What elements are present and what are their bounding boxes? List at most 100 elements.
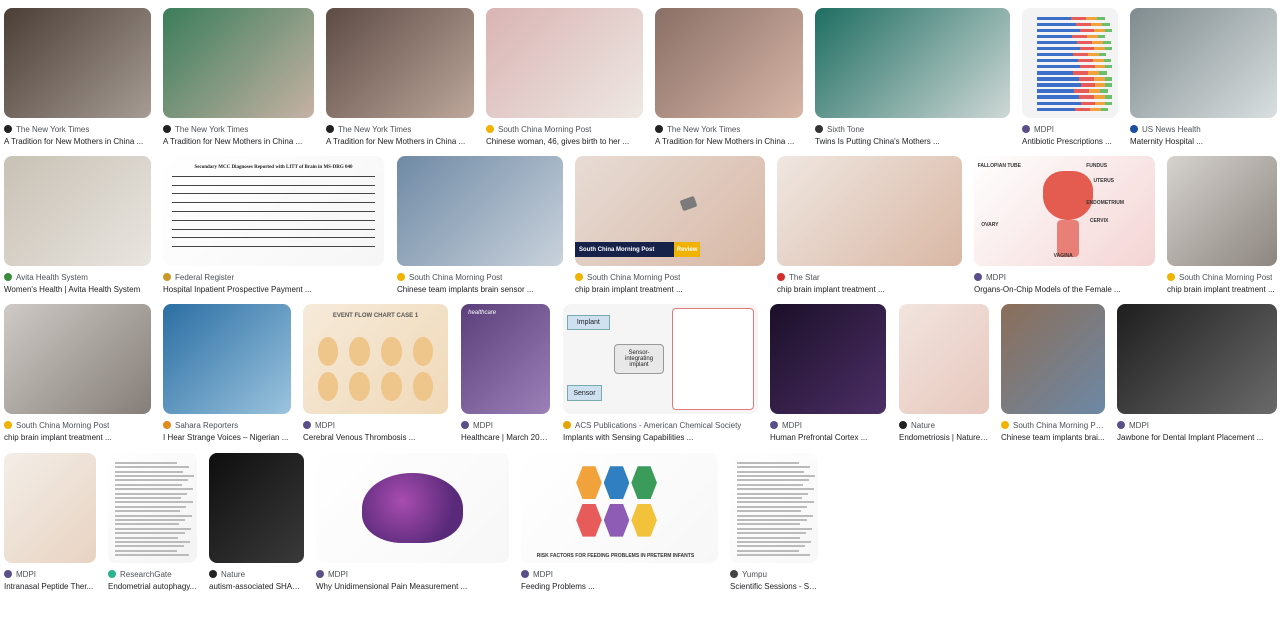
result-title-link[interactable]: A Tradition for New Mothers in China ... [163, 137, 303, 146]
result-title-link[interactable]: A Tradition for New Mothers in China ... [655, 137, 795, 146]
result-thumbnail[interactable]: healthcare [461, 304, 550, 414]
result-title-link[interactable]: Feeding Problems ... [521, 582, 595, 591]
result-thumbnail[interactable] [209, 453, 304, 563]
chart-bar [1037, 28, 1113, 33]
result-thumbnail[interactable] [4, 8, 151, 118]
result-title-link[interactable]: Women's Health | Avita Health System [4, 285, 141, 294]
result-title-link[interactable]: Implants with Sensing Capabilities ... [563, 433, 694, 442]
result-title-link[interactable]: autism-associated SHAN... [209, 582, 304, 591]
result-thumbnail[interactable] [108, 453, 197, 563]
result-title-link[interactable]: Chinese woman, 46, gives birth to her ..… [486, 137, 630, 146]
result-title-link[interactable]: I Hear Strange Voices – Nigerian ... [163, 433, 289, 442]
source-name: South China Morning Post [409, 272, 503, 282]
result-thumbnail[interactable] [4, 453, 96, 563]
result-thumbnail[interactable] [730, 453, 818, 563]
text-line [115, 470, 183, 473]
result-title-link[interactable]: Jawbone for Dental Implant Placement ... [1117, 433, 1264, 442]
result-title-link[interactable]: Organs-On-Chip Models of the Female ... [974, 285, 1121, 294]
result-thumbnail[interactable] [1001, 304, 1105, 414]
result-thumbnail[interactable] [815, 8, 1010, 118]
source-name: Yumpu [742, 569, 767, 579]
result-thumbnail[interactable] [777, 156, 962, 266]
text-line [115, 545, 184, 548]
result-title-link[interactable]: chip brain implant treatment ... [1167, 285, 1275, 294]
image-result-card[interactable]: South China Morning Po...Chinese team im… [1001, 304, 1105, 442]
result-thumbnail[interactable] [163, 8, 314, 118]
image-result-card[interactable]: The New York Times A Tradition for New Mo… [163, 8, 314, 146]
source-favicon-icon [899, 421, 907, 429]
result-thumbnail[interactable] [486, 8, 643, 118]
result-thumbnail[interactable] [397, 156, 563, 266]
result-title-link[interactable]: A Tradition for New Mothers in China ... [4, 137, 144, 146]
result-title-link[interactable]: Endometriosis | Nature ... [899, 433, 989, 442]
result-thumbnail[interactable] [770, 304, 886, 414]
result-title-link[interactable]: chip brain implant treatment ... [4, 433, 112, 442]
result-thumbnail[interactable] [899, 304, 989, 414]
table-title: Secondary MCC Diagnoses Reported with LI… [194, 164, 353, 170]
result-title-link[interactable]: Twins Is Putting China's Mothers ... [815, 137, 940, 146]
image-result-card[interactable]: The New York Times A Tradition for New Mo… [326, 8, 474, 146]
result-title-link[interactable]: chip brain implant treatment ... [777, 285, 885, 294]
result-thumbnail[interactable] [1117, 304, 1277, 414]
result-title-link[interactable]: Human Prefrontal Cortex ... [770, 433, 868, 442]
result-source: The New York Times [163, 123, 314, 135]
result-thumbnail[interactable] [4, 156, 151, 266]
result-title-link[interactable]: Endometrial autophagy... [108, 582, 197, 591]
result-thumbnail[interactable]: EVENT FLOW CHART CASE 1 [303, 304, 448, 414]
result-thumbnail[interactable] [326, 8, 474, 118]
source-name: The New York Times [338, 124, 412, 134]
result-title-link[interactable]: Maternity Hospital ... [1130, 137, 1203, 146]
result-thumbnail[interactable] [316, 453, 509, 563]
text-line [737, 519, 807, 521]
result-title-link[interactable]: Antibiotic Prescriptions ... [1022, 137, 1112, 146]
result-thumbnail[interactable]: RISK FACTORS FOR FEEDING PROBLEMS IN PRE… [521, 453, 718, 563]
result-title-link[interactable]: A Tradition for New Mothers in China ... [326, 137, 466, 146]
result-title-link[interactable]: Healthcare | March 202... [461, 433, 550, 442]
result-thumbnail[interactable] [655, 8, 803, 118]
result-title-link[interactable]: chip brain implant treatment ... [575, 285, 683, 294]
image-result-card[interactable]: RISK FACTORS FOR FEEDING PROBLEMS IN PRE… [521, 453, 718, 591]
result-title-link[interactable]: Why Unidimensional Pain Measurement ... [316, 582, 468, 591]
result-thumbnail[interactable]: Secondary MCC Diagnoses Reported with LI… [163, 156, 384, 266]
result-thumbnail[interactable] [1022, 8, 1118, 118]
result-thumbnail[interactable] [1167, 156, 1277, 266]
image-result-card[interactable]: Secondary MCC Diagnoses Reported with LI… [163, 156, 384, 294]
result-title-link[interactable]: Intranasal Peptide Ther... [4, 582, 94, 591]
result-title-link[interactable]: Scientific Sessions - So... [730, 582, 818, 591]
result-title-link[interactable]: Chinese team implants brai... [1001, 433, 1105, 442]
result-title-link[interactable]: Hospital Inpatient Prospective Payment .… [163, 285, 312, 294]
result-title-link[interactable]: Cerebral Venous Thrombosis ... [303, 433, 416, 442]
result-thumbnail[interactable] [4, 304, 151, 414]
result-title-link[interactable]: Chinese team implants brain sensor ... [397, 285, 534, 294]
result-thumbnail[interactable] [163, 304, 291, 414]
result-thumbnail[interactable] [1130, 8, 1277, 118]
